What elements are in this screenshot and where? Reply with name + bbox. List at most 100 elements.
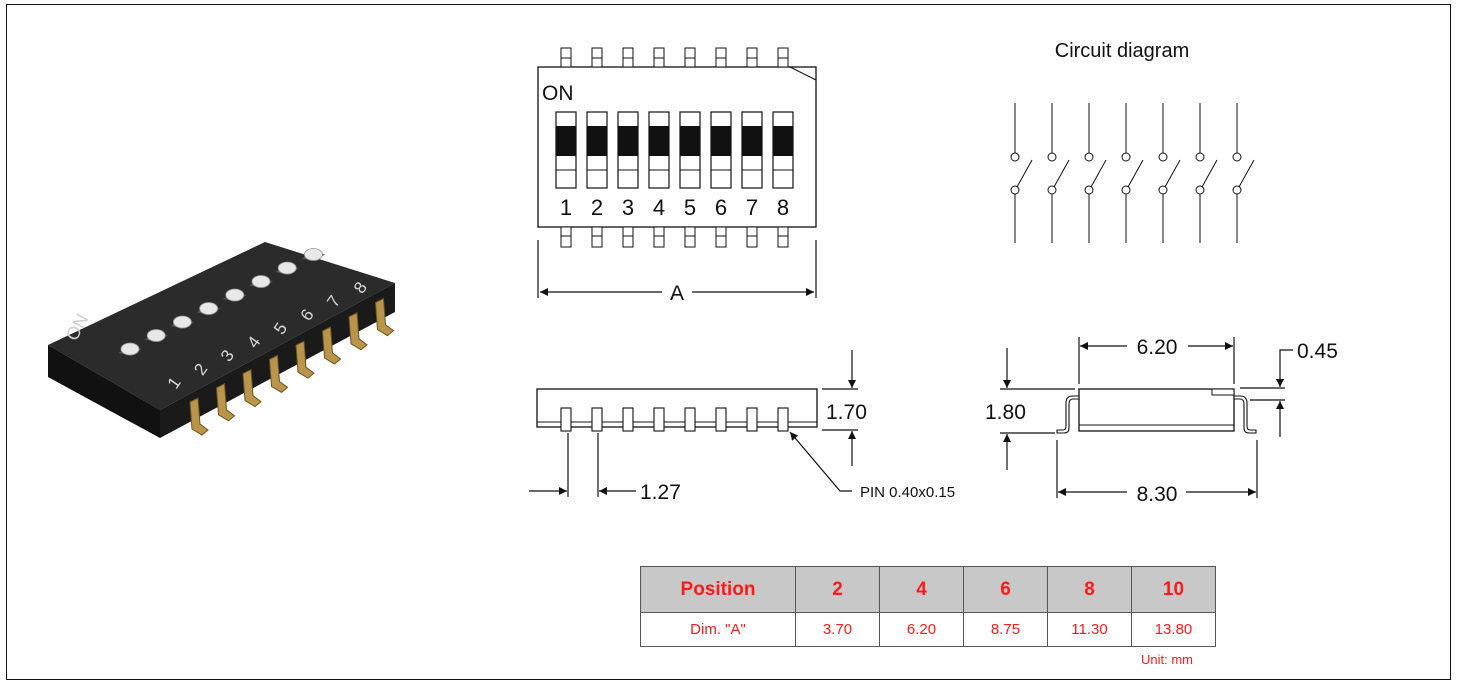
bottom-pin [622, 226, 634, 248]
switch-number: 7 [746, 195, 758, 220]
top-view-switches [555, 111, 794, 189]
circuit-diagram: Circuit diagram [1010, 40, 1255, 243]
product-pin [242, 368, 262, 408]
pin-label: PIN 0.40x0.15 [860, 484, 955, 501]
side-view-body [536, 388, 818, 428]
circuit-switches [1010, 103, 1255, 243]
pin-leader [789, 431, 852, 492]
circuit-switch-blade [1238, 159, 1255, 188]
top-view-corner-mark [789, 66, 817, 81]
bottom-pin [591, 226, 603, 248]
product-slider-knob [303, 248, 323, 261]
product-slider-knob [172, 315, 192, 329]
dim-a-label: A [670, 282, 684, 305]
switch-number: 1 [560, 195, 572, 220]
side-pin [777, 407, 789, 432]
product-pin [348, 312, 368, 351]
side-pin [715, 407, 727, 432]
circuit-switch-blade [1053, 159, 1070, 188]
product-body-top [48, 242, 395, 410]
circuit-contact-top [1084, 152, 1094, 162]
side-pin [684, 407, 696, 432]
switch-number: 3 [622, 195, 634, 220]
circuit-switch-blade [1090, 159, 1107, 188]
circuit-contact-top [1010, 152, 1020, 162]
product-slider-knob [225, 288, 245, 302]
bottom-pin [560, 226, 572, 248]
table-header-cell: 8 [1047, 566, 1132, 613]
side-pin [560, 407, 572, 432]
dimension-table: Position 2 4 6 8 10 Dim. "A" 3.70 6.20 8… [640, 566, 1216, 647]
table-cell: 11.30 [1047, 612, 1132, 647]
unit-label: Unit: mm [1141, 652, 1193, 667]
dim-045-label: 0.45 [1297, 340, 1338, 363]
bottom-pin [746, 226, 758, 248]
end-view: 6.20 0.45 1.80 8.30 [985, 336, 1338, 506]
side-pin [622, 407, 634, 432]
product-sliders [118, 248, 326, 356]
switch-actuator [711, 126, 731, 156]
table-header-row: Position 2 4 6 8 10 [640, 566, 1216, 613]
circuit-contact-top [1047, 152, 1057, 162]
product-slider-knob [277, 261, 297, 275]
product-pin [321, 326, 342, 365]
switch-actuator [649, 126, 669, 156]
table-cell: 3.70 [795, 612, 880, 647]
dim-830-label: 8.30 [1137, 483, 1178, 506]
top-view-on-label: ON [542, 82, 574, 105]
circuit-switch-blade [1201, 159, 1218, 188]
table-header-cell: Position [640, 566, 796, 613]
side-pin [591, 407, 603, 432]
switch-actuator [742, 126, 762, 156]
dim-127-label: 1.27 [640, 481, 681, 504]
table-header-cell: 10 [1131, 566, 1216, 613]
circuit-switch-blade [1016, 159, 1033, 188]
side-pin [746, 407, 758, 432]
dim-620-label: 6.20 [1137, 336, 1178, 359]
product-pin [295, 340, 315, 379]
bottom-pin [684, 226, 696, 248]
bottom-pin [653, 226, 665, 248]
table-header-cell: 2 [795, 566, 880, 613]
side-view-pins [560, 407, 789, 432]
product-slider-knob [199, 302, 219, 315]
end-view-lead-right [1233, 395, 1257, 434]
circuit-contact-top [1195, 152, 1205, 162]
switch-actuator [773, 126, 793, 156]
bottom-pin [715, 226, 727, 248]
circuit-contact-bottom [1232, 185, 1242, 195]
switch-number: 4 [653, 195, 665, 220]
side-view: 1.70 1.27 PIN 0.40x0.15 [529, 350, 955, 504]
circuit-title: Circuit diagram [1055, 40, 1189, 62]
product-pins [189, 297, 395, 436]
product-pin [268, 354, 289, 394]
table-row: Dim. "A" 3.70 6.20 8.75 11.30 13.80 [640, 612, 1216, 647]
side-pin [653, 407, 665, 432]
circuit-contact-bottom [1047, 185, 1057, 195]
end-view-actuator [1211, 388, 1235, 396]
product-slider-knob [120, 342, 140, 356]
product-pin [215, 383, 236, 422]
circuit-contact-bottom [1195, 185, 1205, 195]
table-header-cell: 6 [963, 566, 1048, 613]
product-slider-knob [251, 275, 271, 288]
circuit-switch-blade [1164, 159, 1181, 188]
circuit-contact-top [1232, 152, 1242, 162]
circuit-switch-blade [1127, 159, 1144, 188]
product-pin [374, 297, 395, 337]
dim-180-label: 1.80 [985, 401, 1026, 424]
bottom-pin [777, 226, 789, 248]
top-view-pins [560, 47, 789, 248]
top-view-body [537, 66, 817, 228]
circuit-contact-bottom [1084, 185, 1094, 195]
product-pin [189, 397, 209, 436]
table-cell: 6.20 [879, 612, 964, 647]
circuit-contact-top [1158, 152, 1168, 162]
end-view-lead-left [1056, 395, 1080, 434]
switch-number: 2 [591, 195, 603, 220]
product-slider-knob [146, 329, 166, 342]
